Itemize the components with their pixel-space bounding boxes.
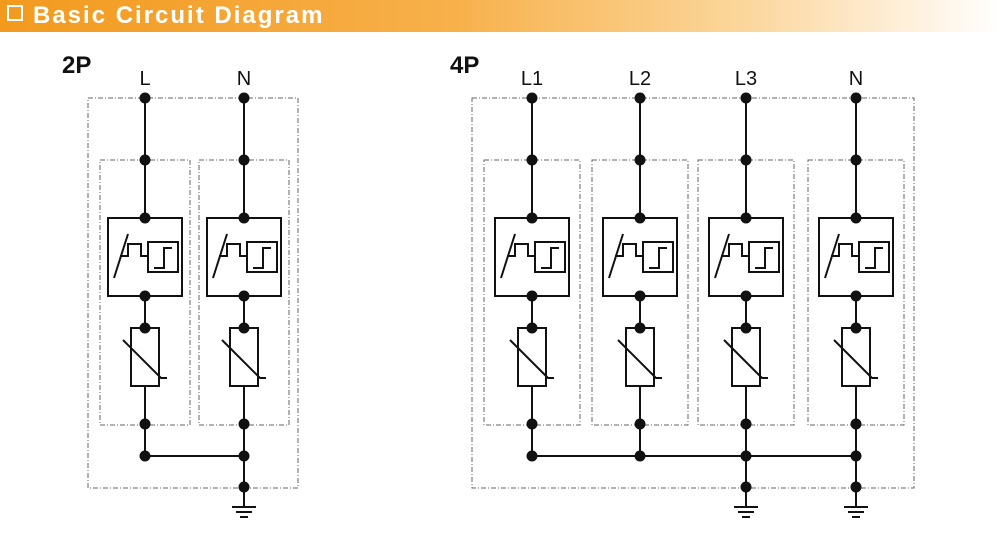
junction-dot: [634, 322, 646, 334]
thermal-box: [147, 241, 179, 273]
switch-contact: [120, 243, 148, 257]
thermal-box: [858, 241, 890, 273]
junction-dot: [238, 154, 250, 166]
junction-dot: [850, 212, 862, 224]
header-bar: Basic Circuit Diagram: [0, 0, 1000, 32]
switch-contact: [831, 243, 859, 257]
junction-dot: [740, 212, 752, 224]
varistor-body: [841, 327, 871, 387]
model-label-2p: 2P: [62, 52, 91, 79]
thermal-box: [246, 241, 278, 273]
thermal-step: [154, 247, 172, 269]
junction-dot: [526, 418, 538, 430]
junction-dot: [139, 212, 151, 224]
junction-dot: [526, 92, 538, 104]
thermal-step: [865, 247, 883, 269]
thermal-box: [642, 241, 674, 273]
varistor-slash: [509, 339, 554, 379]
junction-dot: [526, 322, 538, 334]
terminal-label-4p-l1: L1: [521, 68, 543, 90]
junction-dot: [850, 154, 862, 166]
thermal-step: [541, 247, 559, 269]
varistor-slash: [617, 339, 662, 379]
varistor-body: [731, 327, 761, 387]
junction-dot: [740, 322, 752, 334]
page-title: Basic Circuit Diagram: [33, 2, 325, 29]
junction-dot: [634, 154, 646, 166]
varistor-slash: [221, 339, 266, 379]
varistor-slash: [122, 339, 167, 379]
junction-dot: [526, 290, 538, 302]
thermal-step: [253, 247, 271, 269]
switch-contact: [615, 243, 643, 257]
junction-dot: [139, 418, 151, 430]
switch-contact: [721, 243, 749, 257]
terminal-label-2p-n: N: [237, 68, 251, 90]
junction-dot: [850, 92, 862, 104]
thermal-box: [748, 241, 780, 273]
junction-dot: [238, 212, 250, 224]
varistor-body: [229, 327, 259, 387]
thermal-box: [534, 241, 566, 273]
junction-dot: [139, 322, 151, 334]
junction-dot: [740, 92, 752, 104]
thermal-step: [649, 247, 667, 269]
junction-dot: [634, 92, 646, 104]
junction-dot: [238, 322, 250, 334]
varistor-slash: [723, 339, 768, 379]
junction-dot: [526, 154, 538, 166]
junction-dot: [634, 418, 646, 430]
switch-contact: [507, 243, 535, 257]
varistor-body: [625, 327, 655, 387]
junction-dot: [740, 418, 752, 430]
junction-dot: [850, 322, 862, 334]
circuit-drawing: [87, 92, 915, 518]
junction-dot: [238, 418, 250, 430]
terminal-label-4p-l2: L2: [629, 68, 651, 90]
junction-dot: [740, 154, 752, 166]
enclosure-outline: [471, 97, 915, 489]
junction-dot: [634, 212, 646, 224]
enclosure-outline: [87, 97, 299, 489]
junction-dot: [238, 290, 250, 302]
junction-dot: [238, 92, 250, 104]
terminal-label-2p-l: L: [139, 68, 150, 90]
junction-dot: [139, 290, 151, 302]
square-icon: [7, 5, 23, 21]
junction-dot: [850, 418, 862, 430]
model-label-4p: 4P: [450, 52, 479, 79]
switch-contact: [219, 243, 247, 257]
terminal-label-4p-n: N: [849, 68, 863, 90]
junction-dot: [526, 212, 538, 224]
junction-dot: [139, 92, 151, 104]
terminal-label-4p-l3: L3: [735, 68, 757, 90]
junction-dot: [139, 154, 151, 166]
varistor-body: [517, 327, 547, 387]
varistor-slash: [833, 339, 878, 379]
junction-dot: [740, 290, 752, 302]
junction-dot: [634, 290, 646, 302]
junction-dot: [850, 290, 862, 302]
varistor-body: [130, 327, 160, 387]
thermal-step: [755, 247, 773, 269]
